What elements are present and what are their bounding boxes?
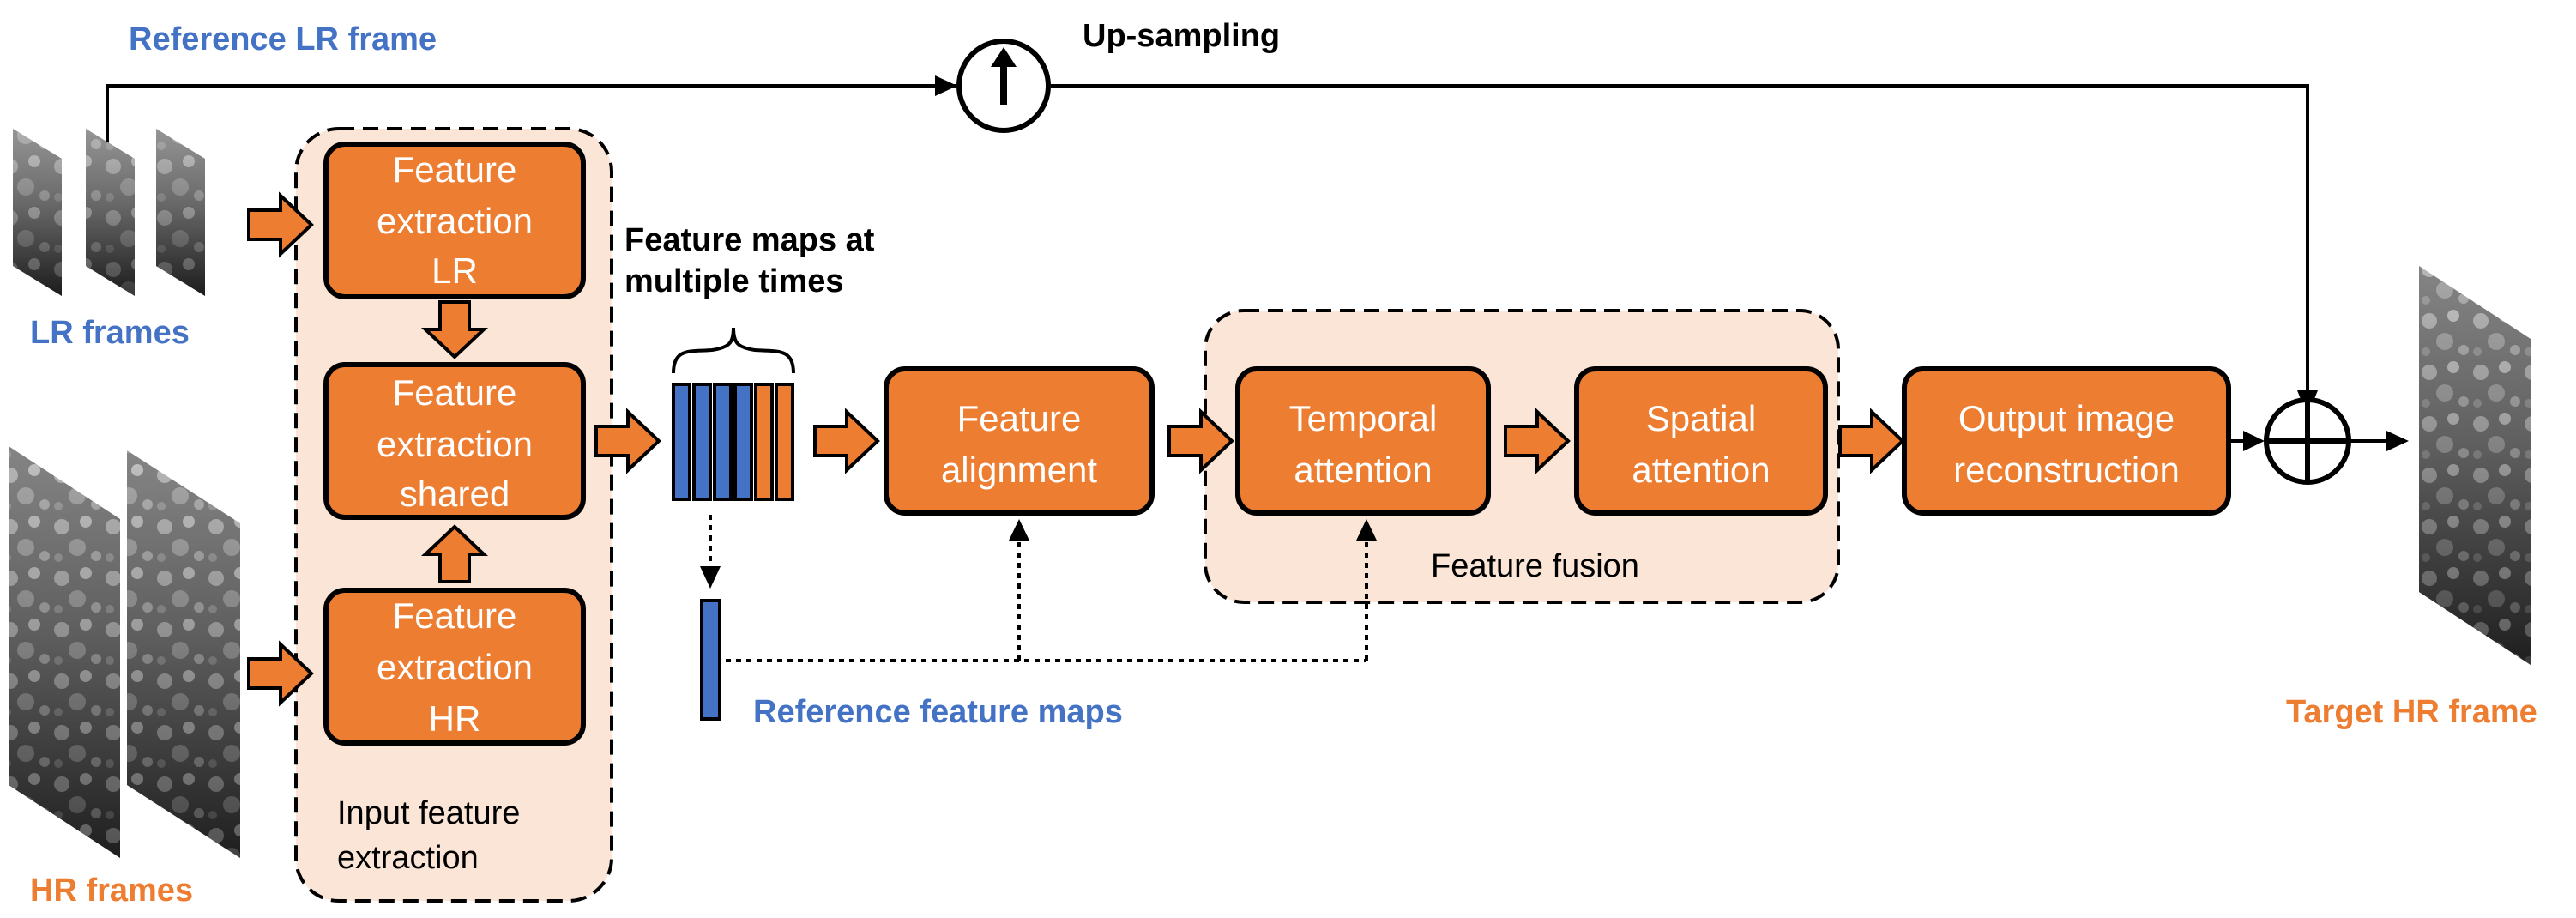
label-lr-frames: LR frames [30, 315, 190, 351]
box-spatial-line1: Spatial [1646, 398, 1756, 438]
box-fe-lr-line1: Feature [393, 149, 517, 190]
target-hr-frame-image [2419, 266, 2531, 665]
up-arrow-circle-icon [956, 39, 1051, 133]
label-feature-maps: Feature maps at multiple times [624, 222, 875, 299]
box-output-line2: reconstruction [1953, 450, 2180, 490]
line-output-to-sum-head [2243, 431, 2265, 451]
reference-feature-map-bar [700, 599, 721, 721]
box-spatial-line2: attention [1632, 450, 1770, 490]
upsampling-line [106, 84, 956, 144]
label-target-hr-frame: Target HR frame [2286, 694, 2537, 730]
label-feature-maps-line2: multiple times [624, 263, 844, 299]
label-up-sampling: Up-sampling [1083, 18, 1280, 54]
upsampling-to-sum-line [1051, 84, 2309, 399]
label-feature-maps-line1: Feature maps at [624, 222, 875, 258]
box-fe-lr-line3: LR [431, 251, 478, 291]
lr-frames-stack [13, 129, 205, 296]
arrow-temporal-to-spatial [1504, 408, 1571, 474]
label-reference-feature-maps: Reference feature maps [753, 694, 1123, 730]
box-fe-hr-line2: extraction [377, 647, 533, 687]
box-fe-hr-line3: HR [429, 698, 481, 739]
box-fe-shared-line1: Feature [393, 372, 517, 413]
upsampling-line-arrowhead [935, 75, 957, 96]
box-fe-hr-line1: Feature [393, 595, 517, 636]
circle-plus-icon [2264, 397, 2351, 485]
arrow-alignment-to-temporal [1167, 408, 1234, 474]
arrow-lr-input [247, 191, 314, 258]
arrow-maps-to-alignment [813, 408, 880, 474]
label-input-feature-line1: Input feature [337, 795, 520, 831]
arrow-lr-to-shared [420, 300, 489, 359]
arrow-hr-input [247, 640, 314, 707]
box-alignment-line2: alignment [941, 450, 1097, 490]
box-alignment-line1: Feature [957, 398, 1082, 438]
line-sum-to-target-head [2386, 431, 2409, 451]
label-input-feature-line2: extraction [337, 840, 479, 876]
box-fe-shared-line3: shared [400, 474, 510, 514]
label-reference-lr-frame: Reference LR frame [129, 21, 437, 57]
dotted-ref-to-alignment-head [1009, 519, 1029, 541]
box-fe-lr-line2: extraction [377, 201, 533, 241]
hr-frames-stack [9, 446, 240, 858]
label-feature-fusion: Feature fusion [1431, 548, 1639, 584]
feature-maps-stack [672, 383, 794, 501]
box-feature-alignment: Feature alignment [884, 366, 1155, 516]
box-temporal-attention: Temporal attention [1235, 366, 1491, 516]
box-fe-shared-line2: extraction [377, 424, 533, 464]
box-temporal-line1: Temporal [1289, 398, 1438, 438]
label-hr-frames: HR frames [30, 873, 193, 909]
arrow-hr-to-shared [420, 524, 489, 583]
box-feature-extraction-shared: Feature extraction shared [323, 362, 586, 520]
label-input-feature-extraction: Input feature extraction [337, 795, 520, 876]
feature-maps-brace [672, 327, 795, 374]
box-output-line1: Output image [1958, 398, 2175, 438]
block-arrows [247, 191, 1905, 707]
box-spatial-attention: Spatial attention [1574, 366, 1828, 516]
box-output-reconstruction: Output image reconstruction [1902, 366, 2231, 516]
arrow-spatial-to-output [1838, 408, 1905, 474]
dotted-ref-to-temporal-head [1356, 519, 1377, 541]
dotted-maps-to-ref-head [700, 566, 721, 589]
box-temporal-line2: attention [1294, 450, 1432, 490]
arrow-shared-to-maps [594, 408, 661, 474]
